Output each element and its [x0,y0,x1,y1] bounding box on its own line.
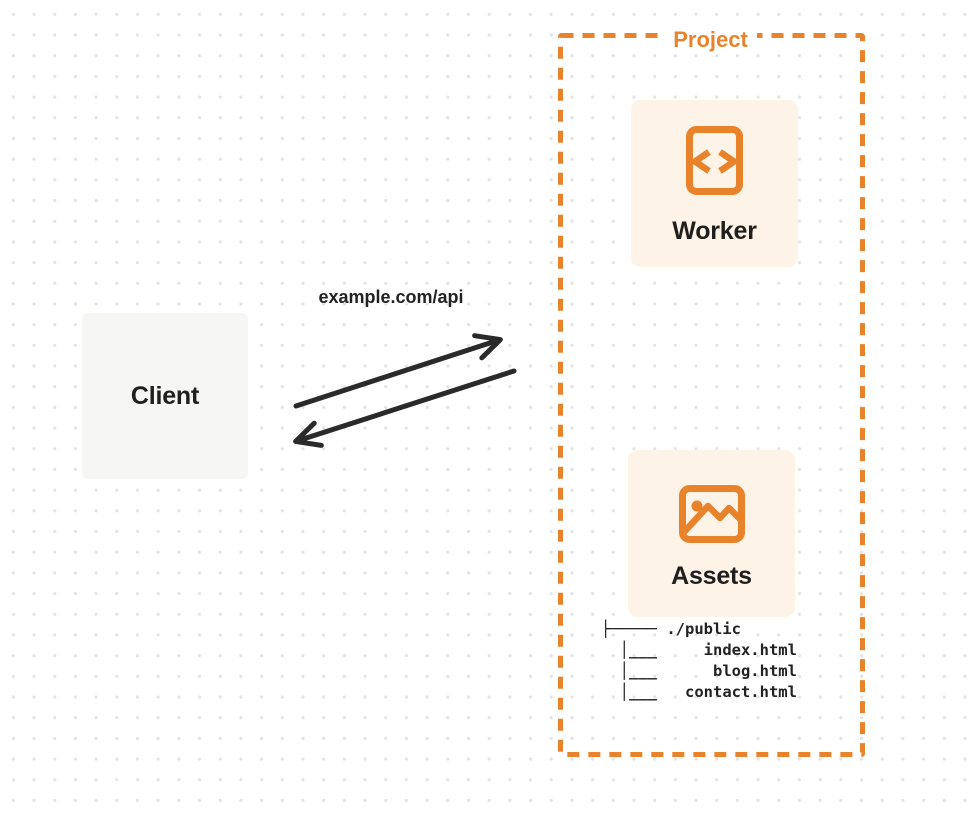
assets-label: Assets [671,562,752,590]
assets-node: Assets [628,450,795,617]
tree-line-blog: │___ blog.html [601,662,797,680]
worker-label: Worker [672,217,757,245]
image-icon [678,485,745,543]
code-document-icon [686,126,743,195]
assets-file-tree: ├───── ./public │___ index.html │___ blo… [601,619,797,703]
tree-line-public: ├───── ./public [601,620,741,638]
request-url-label: example.com/api [318,287,464,307]
project-label: Project [664,27,757,53]
worker-node: Worker [631,100,798,267]
tree-line-contact: │___ contact.html [601,683,797,701]
project-label-wrap: Project [558,27,863,53]
request-arrow [293,333,503,409]
client-label: Client [130,381,200,410]
tree-line-index: │___ index.html [601,641,797,659]
client-node: Client [82,313,248,479]
response-arrow [293,368,517,448]
